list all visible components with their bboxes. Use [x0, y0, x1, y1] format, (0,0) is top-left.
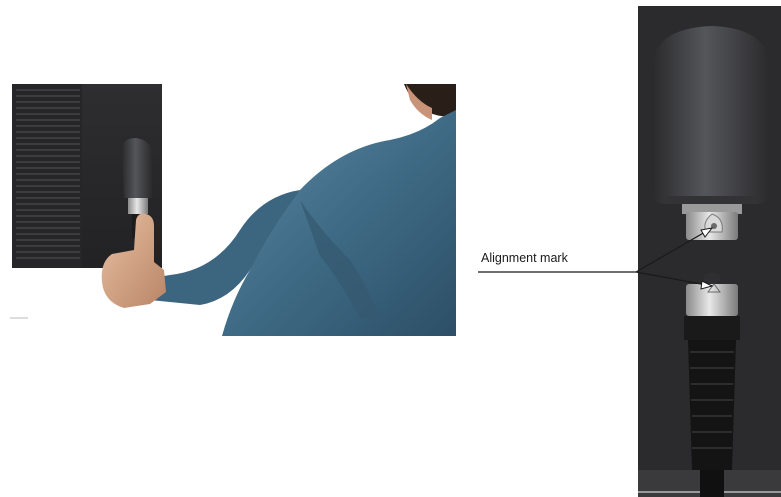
upper-metal-nut	[682, 204, 742, 240]
connector-icon	[128, 198, 148, 214]
alignment-mark-label: Alignment mark	[481, 251, 568, 265]
vent-grille	[12, 84, 82, 268]
large-connector-cap	[652, 26, 770, 204]
left-scene	[10, 84, 456, 336]
lower-connector	[684, 273, 740, 497]
connector-cap-icon	[122, 138, 152, 198]
